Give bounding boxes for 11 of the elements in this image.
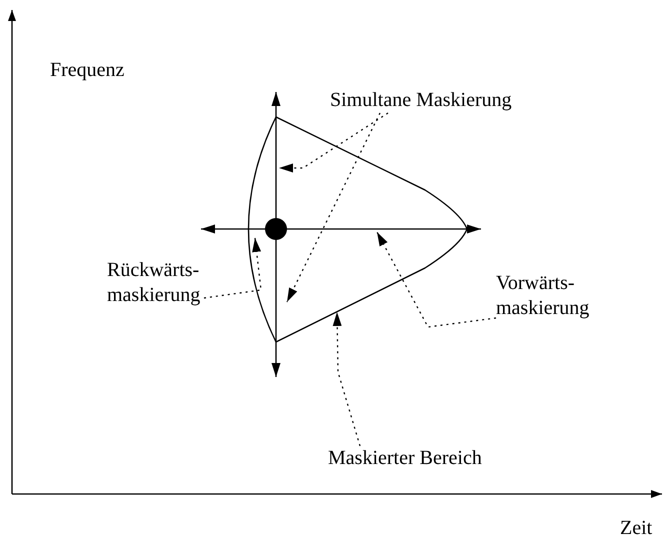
callout-label: Simultane Maskierung <box>330 88 530 113</box>
callout-label: Maskierter Bereich <box>328 446 543 471</box>
leader-line <box>376 232 496 328</box>
callout-label: Vorwärts- maskierung <box>496 271 611 321</box>
leader-line <box>279 112 388 172</box>
leader-line <box>286 112 381 302</box>
leader-line <box>204 238 262 299</box>
leader-line <box>332 312 361 446</box>
axis-label: Frequenz <box>50 58 124 83</box>
callout-label: Rückwärts- maskierung <box>107 258 217 308</box>
axis-label: Zeit <box>620 516 652 541</box>
